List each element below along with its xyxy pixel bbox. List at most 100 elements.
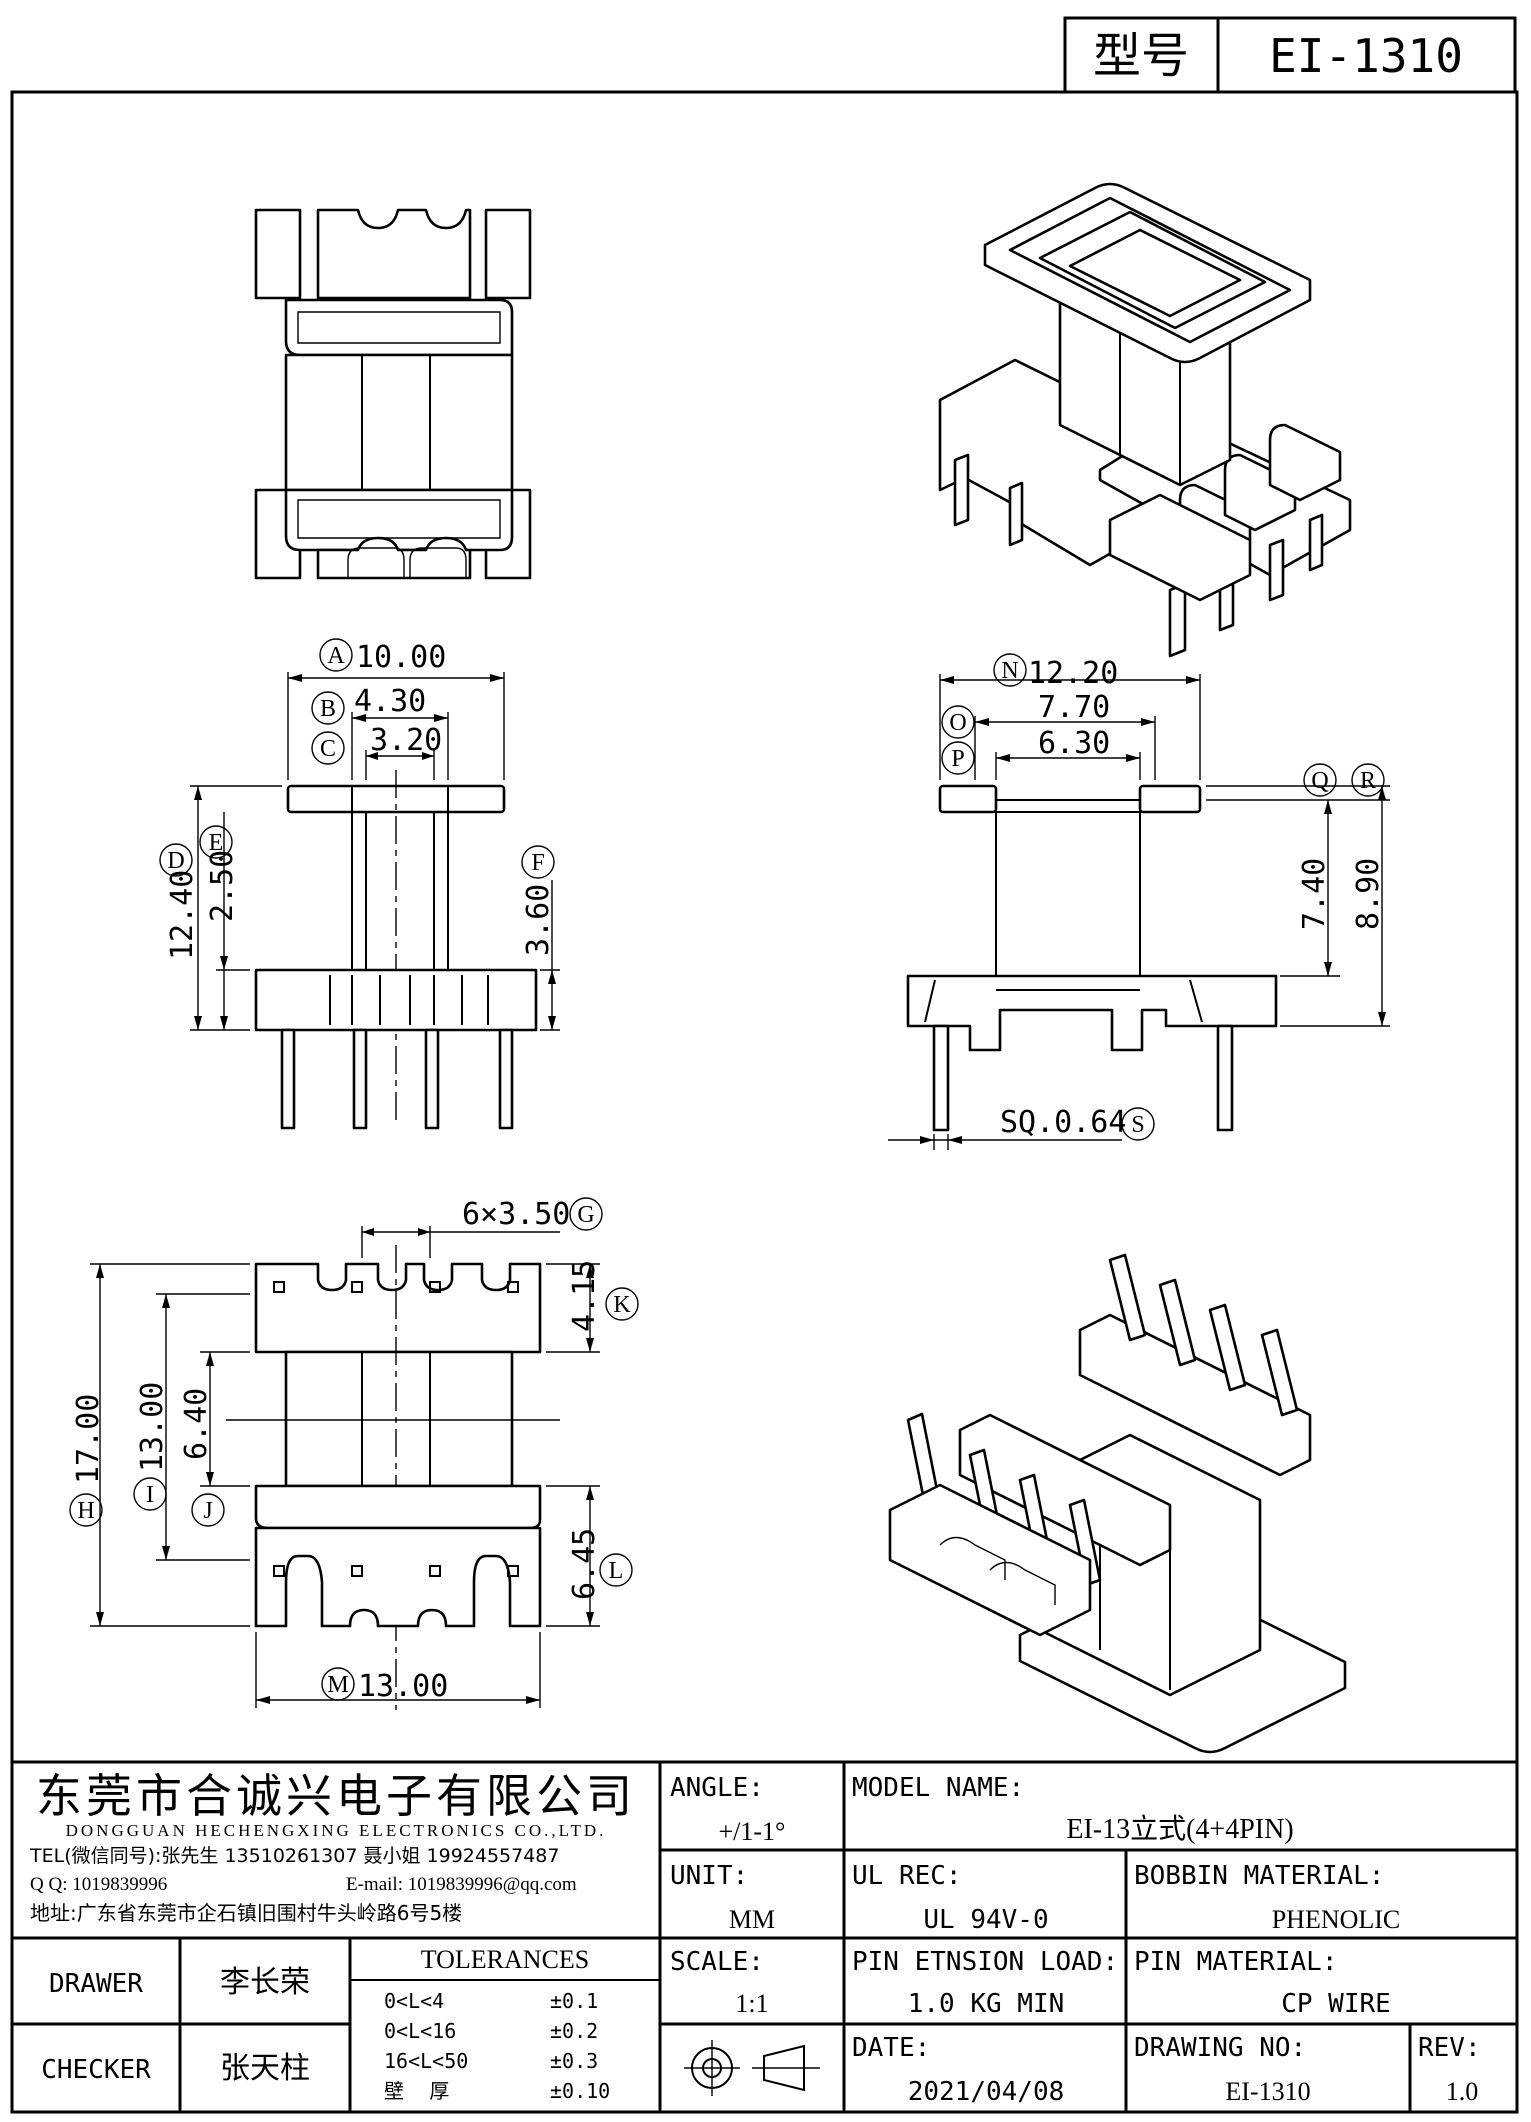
- bobbin-material-label: BOBBIN MATERIAL:: [1134, 1861, 1384, 1891]
- pin-material-value: CP WIRE: [1281, 1989, 1391, 2019]
- pin-material-label: PIN MATERIAL:: [1134, 1947, 1338, 1977]
- scale-label: SCALE:: [670, 1947, 764, 1977]
- dim-L: 6.45 L: [567, 1528, 633, 1600]
- dim-E-value: 2.50: [205, 850, 240, 922]
- checker-label: CHECKER: [41, 2055, 151, 2085]
- ul-rec-value: UL 94V-0: [923, 1905, 1048, 1935]
- dim-Q-value: 7.40: [1297, 858, 1332, 930]
- dim-O-value: 7.70: [1038, 690, 1110, 725]
- scale-value: 1:1: [735, 1989, 768, 2018]
- dim-J: J 6.40: [179, 1388, 225, 1527]
- dim-C-value: 3.20: [370, 723, 442, 758]
- dim-C: C 3.20: [311, 723, 442, 765]
- dim-I-letter: I: [146, 1482, 154, 1508]
- company-name-en: DONGGUAN HECHENGXING ELECTRONICS CO.,LTD…: [66, 1821, 607, 1840]
- company-address: 地址:广东省东莞市企石镇旧围村牛头岭路6号5楼: [30, 1901, 462, 1925]
- dim-M-letter: M: [327, 1672, 348, 1698]
- dim-A: A 10.00: [319, 638, 446, 675]
- iso-view-bottom: [888, 1253, 1347, 1754]
- tolerance-value: ±0.2: [550, 2019, 598, 2043]
- angle-label: ANGLE:: [670, 1773, 764, 1803]
- dim-B: B 4.30: [311, 684, 426, 725]
- date-label: DATE:: [852, 2033, 930, 2063]
- dim-F-value: 3.60: [521, 884, 556, 956]
- dim-L-value: 6.45: [567, 1528, 602, 1600]
- dim-F: F 3.60: [521, 845, 556, 956]
- tolerance-row: 0<L<4 ±0.1: [384, 1989, 598, 2013]
- tolerance-value: ±0.1: [550, 1989, 598, 2013]
- tolerance-row: 壁 厚 ±0.10: [384, 2079, 610, 2103]
- dim-I-value: 13.00: [135, 1382, 170, 1472]
- dim-A-letter: A: [327, 643, 345, 669]
- dim-O: O 7.70: [941, 690, 1110, 739]
- tolerance-range: 0<L<4: [384, 1989, 444, 2013]
- dim-F-letter: F: [531, 850, 544, 876]
- dim-Q-letter: Q: [1311, 768, 1328, 794]
- header-label: 型号: [1093, 28, 1189, 84]
- dim-E: E 2.50: [199, 825, 240, 922]
- dim-N-value: 12.20: [1028, 656, 1118, 691]
- model-name-label: MODEL NAME:: [852, 1773, 1024, 1803]
- drawer-label: DRAWER: [49, 1969, 143, 1999]
- bottom-view: [90, 1226, 600, 1710]
- pin-load-label: PIN ETNSION LOAD:: [852, 1947, 1118, 1977]
- dim-B-letter: B: [320, 696, 336, 722]
- dim-C-letter: C: [320, 736, 336, 762]
- side-view: [888, 674, 1390, 1150]
- dim-H: H 17.00: [69, 1394, 106, 1527]
- dim-D-value: 12.40: [165, 870, 200, 960]
- dim-E-letter: E: [209, 830, 224, 856]
- drawing-no-label: DRAWING NO:: [1134, 2033, 1306, 2063]
- dim-M: M 13.00: [321, 1667, 448, 1704]
- dim-A-value: 10.00: [356, 640, 446, 675]
- tolerance-value: ±0.10: [550, 2079, 610, 2103]
- tolerance-value: ±0.3: [550, 2049, 598, 2073]
- dim-R: R 8.90: [1351, 763, 1386, 930]
- checker-name: 张天柱: [220, 2051, 310, 2086]
- dim-D-letter: D: [167, 848, 184, 874]
- dim-H-letter: H: [77, 1498, 94, 1524]
- dim-P-letter: P: [951, 746, 964, 772]
- rev-value: 1.0: [1446, 2077, 1479, 2106]
- tolerance-row: 16<L<50 ±0.3: [384, 2049, 598, 2073]
- dim-J-letter: J: [203, 1498, 212, 1524]
- unit-value: MM: [729, 1905, 775, 1934]
- pin-load-value: 1.0 KG MIN: [908, 1989, 1065, 2019]
- drawing-no-value: EI-1310: [1225, 2077, 1310, 2106]
- dim-G: 6×3.50 G: [462, 1197, 603, 1232]
- header-box: 型号 EI-1310: [1063, 16, 1517, 94]
- dim-S-value: SQ.0.64: [1000, 1105, 1126, 1140]
- dim-R-letter: R: [1360, 768, 1376, 794]
- dim-Q: Q 7.40: [1297, 763, 1337, 930]
- company-tel: TEL(微信同号):张先生 13510261307 聂小姐 1992455748…: [29, 1845, 560, 1867]
- tolerance-range: 16<L<50: [384, 2049, 468, 2073]
- bobbin-material-value: PHENOLIC: [1272, 1905, 1401, 1934]
- header-model: EI-1310: [1269, 29, 1463, 83]
- title-block: 东莞市合诚兴电子有限公司 DONGGUAN HECHENGXING ELECTR…: [12, 1760, 1517, 2112]
- dim-M-value: 13.00: [358, 1669, 448, 1704]
- dim-J-value: 6.40: [179, 1388, 214, 1460]
- dim-P-value: 6.30: [1038, 726, 1110, 761]
- tolerances-title: TOLERANCES: [421, 1945, 590, 1974]
- dim-S: SQ.0.64 S: [1000, 1105, 1155, 1141]
- model-name-value: EI-13立式(4+4PIN): [1066, 1813, 1293, 1845]
- date-value: 2021/04/08: [908, 2077, 1065, 2107]
- dim-D: D 12.40: [159, 843, 200, 960]
- top-view: [254, 208, 532, 580]
- dim-K-value: 4.15: [567, 1260, 602, 1332]
- angle-value: +/1-1°: [719, 1817, 786, 1846]
- dim-L-letter: L: [609, 1558, 624, 1584]
- dim-R-value: 8.90: [1351, 858, 1386, 930]
- dim-B-value: 4.30: [354, 684, 426, 719]
- company-email: E-mail: 1019839996@qq.com: [346, 1874, 577, 1895]
- tolerance-range: 壁 厚: [384, 2079, 449, 2103]
- dim-G-value: 6×3.50: [462, 1197, 570, 1232]
- dim-K: 4.15 K: [567, 1260, 639, 1332]
- drawer-name: 李长荣: [220, 1965, 310, 2000]
- dim-N-letter: N: [1001, 658, 1018, 684]
- drawing-frame: [10, 90, 1519, 2114]
- dim-G-letter: G: [577, 1202, 594, 1228]
- company-name-cn: 东莞市合诚兴电子有限公司: [36, 1769, 636, 1823]
